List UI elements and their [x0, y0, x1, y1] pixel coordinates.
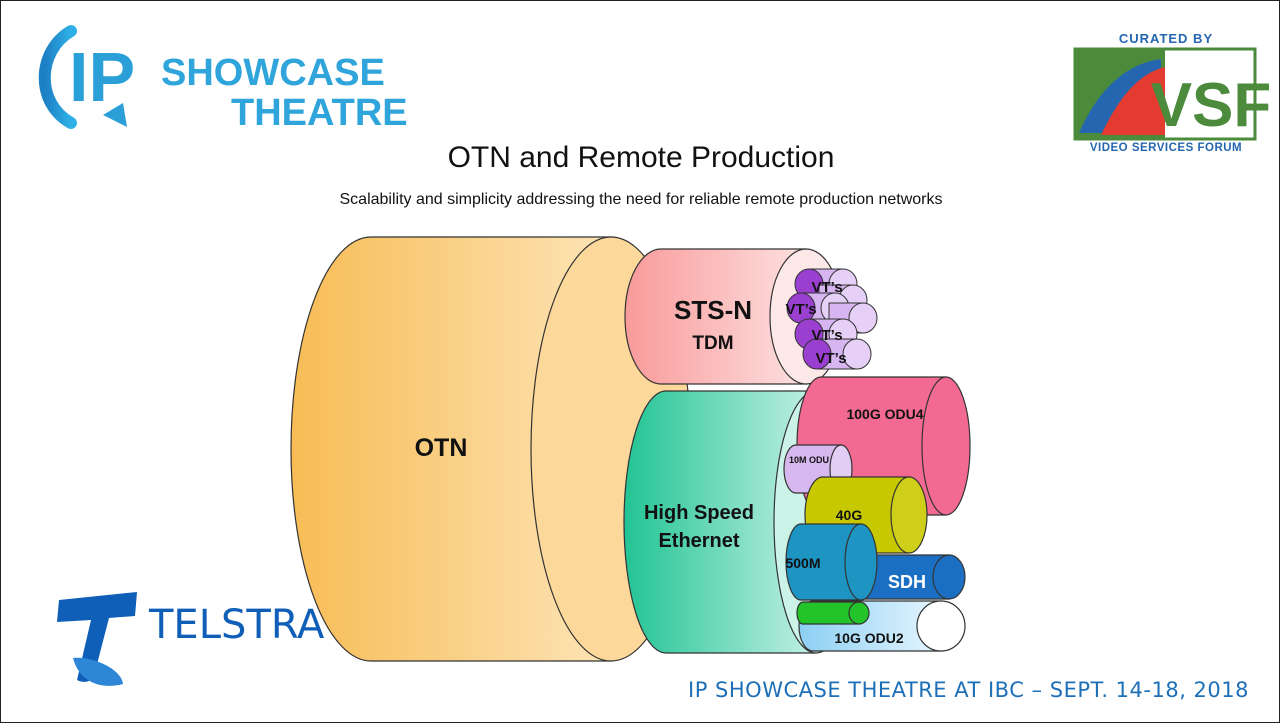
m500-label: 500M: [785, 555, 820, 571]
vt-label-3: VT’s: [811, 327, 842, 344]
vt-tube-c: [786, 292, 850, 324]
telstra-t-icon: [57, 592, 137, 682]
vt-label-2: VT’s: [785, 301, 816, 318]
vt-label-4: VT’s: [815, 350, 846, 367]
vsf-logo: CURATED BY VSF VIDEO SERVICES FORUM: [1073, 31, 1271, 153]
odu2-label: 10G ODU2: [834, 630, 903, 646]
vt-tube-f: [802, 338, 872, 370]
page-title: OTN and Remote Production: [447, 141, 835, 174]
g40-label: 40G: [836, 507, 863, 523]
telstra-logo: TELSTRA: [57, 592, 325, 686]
odu4-label: 100G ODU4: [846, 406, 923, 422]
footer-text: IP SHOWCASE THEATRE AT IBC – SEPT. 14-18…: [688, 678, 1249, 702]
logo-line1: SHOWCASE: [161, 52, 385, 94]
vt-label-1: VT’s: [811, 279, 842, 296]
page-subtitle: Scalability and simplicity addressing th…: [339, 191, 943, 208]
sdh-label: SDH: [888, 572, 926, 592]
stsn-label: STS-N: [674, 295, 752, 325]
hse-label-1: High Speed: [644, 502, 754, 524]
m500-cylinder: [785, 523, 878, 601]
arc-icon: [38, 25, 77, 129]
vt-tubes: [786, 268, 878, 370]
ip-showcase-logo: IP SHOWCASE THEATRE: [38, 25, 408, 133]
telstra-wordmark: TELSTRA: [148, 602, 325, 648]
curated-by: CURATED BY: [1119, 31, 1213, 46]
vsf-org: VIDEO SERVICES FORUM: [1090, 142, 1242, 153]
green-small-cylinder: [796, 601, 870, 625]
vsf-mark: VSF: [1151, 71, 1271, 140]
arrow-icon: [103, 103, 127, 127]
ip-mark: IP: [69, 38, 135, 116]
logo-line2: THEATRE: [231, 92, 408, 133]
otn-label: OTN: [415, 434, 468, 462]
odu10m-label: 10M ODU: [789, 455, 829, 465]
hse-label-2: Ethernet: [658, 530, 739, 552]
tdm-label: TDM: [692, 333, 733, 354]
